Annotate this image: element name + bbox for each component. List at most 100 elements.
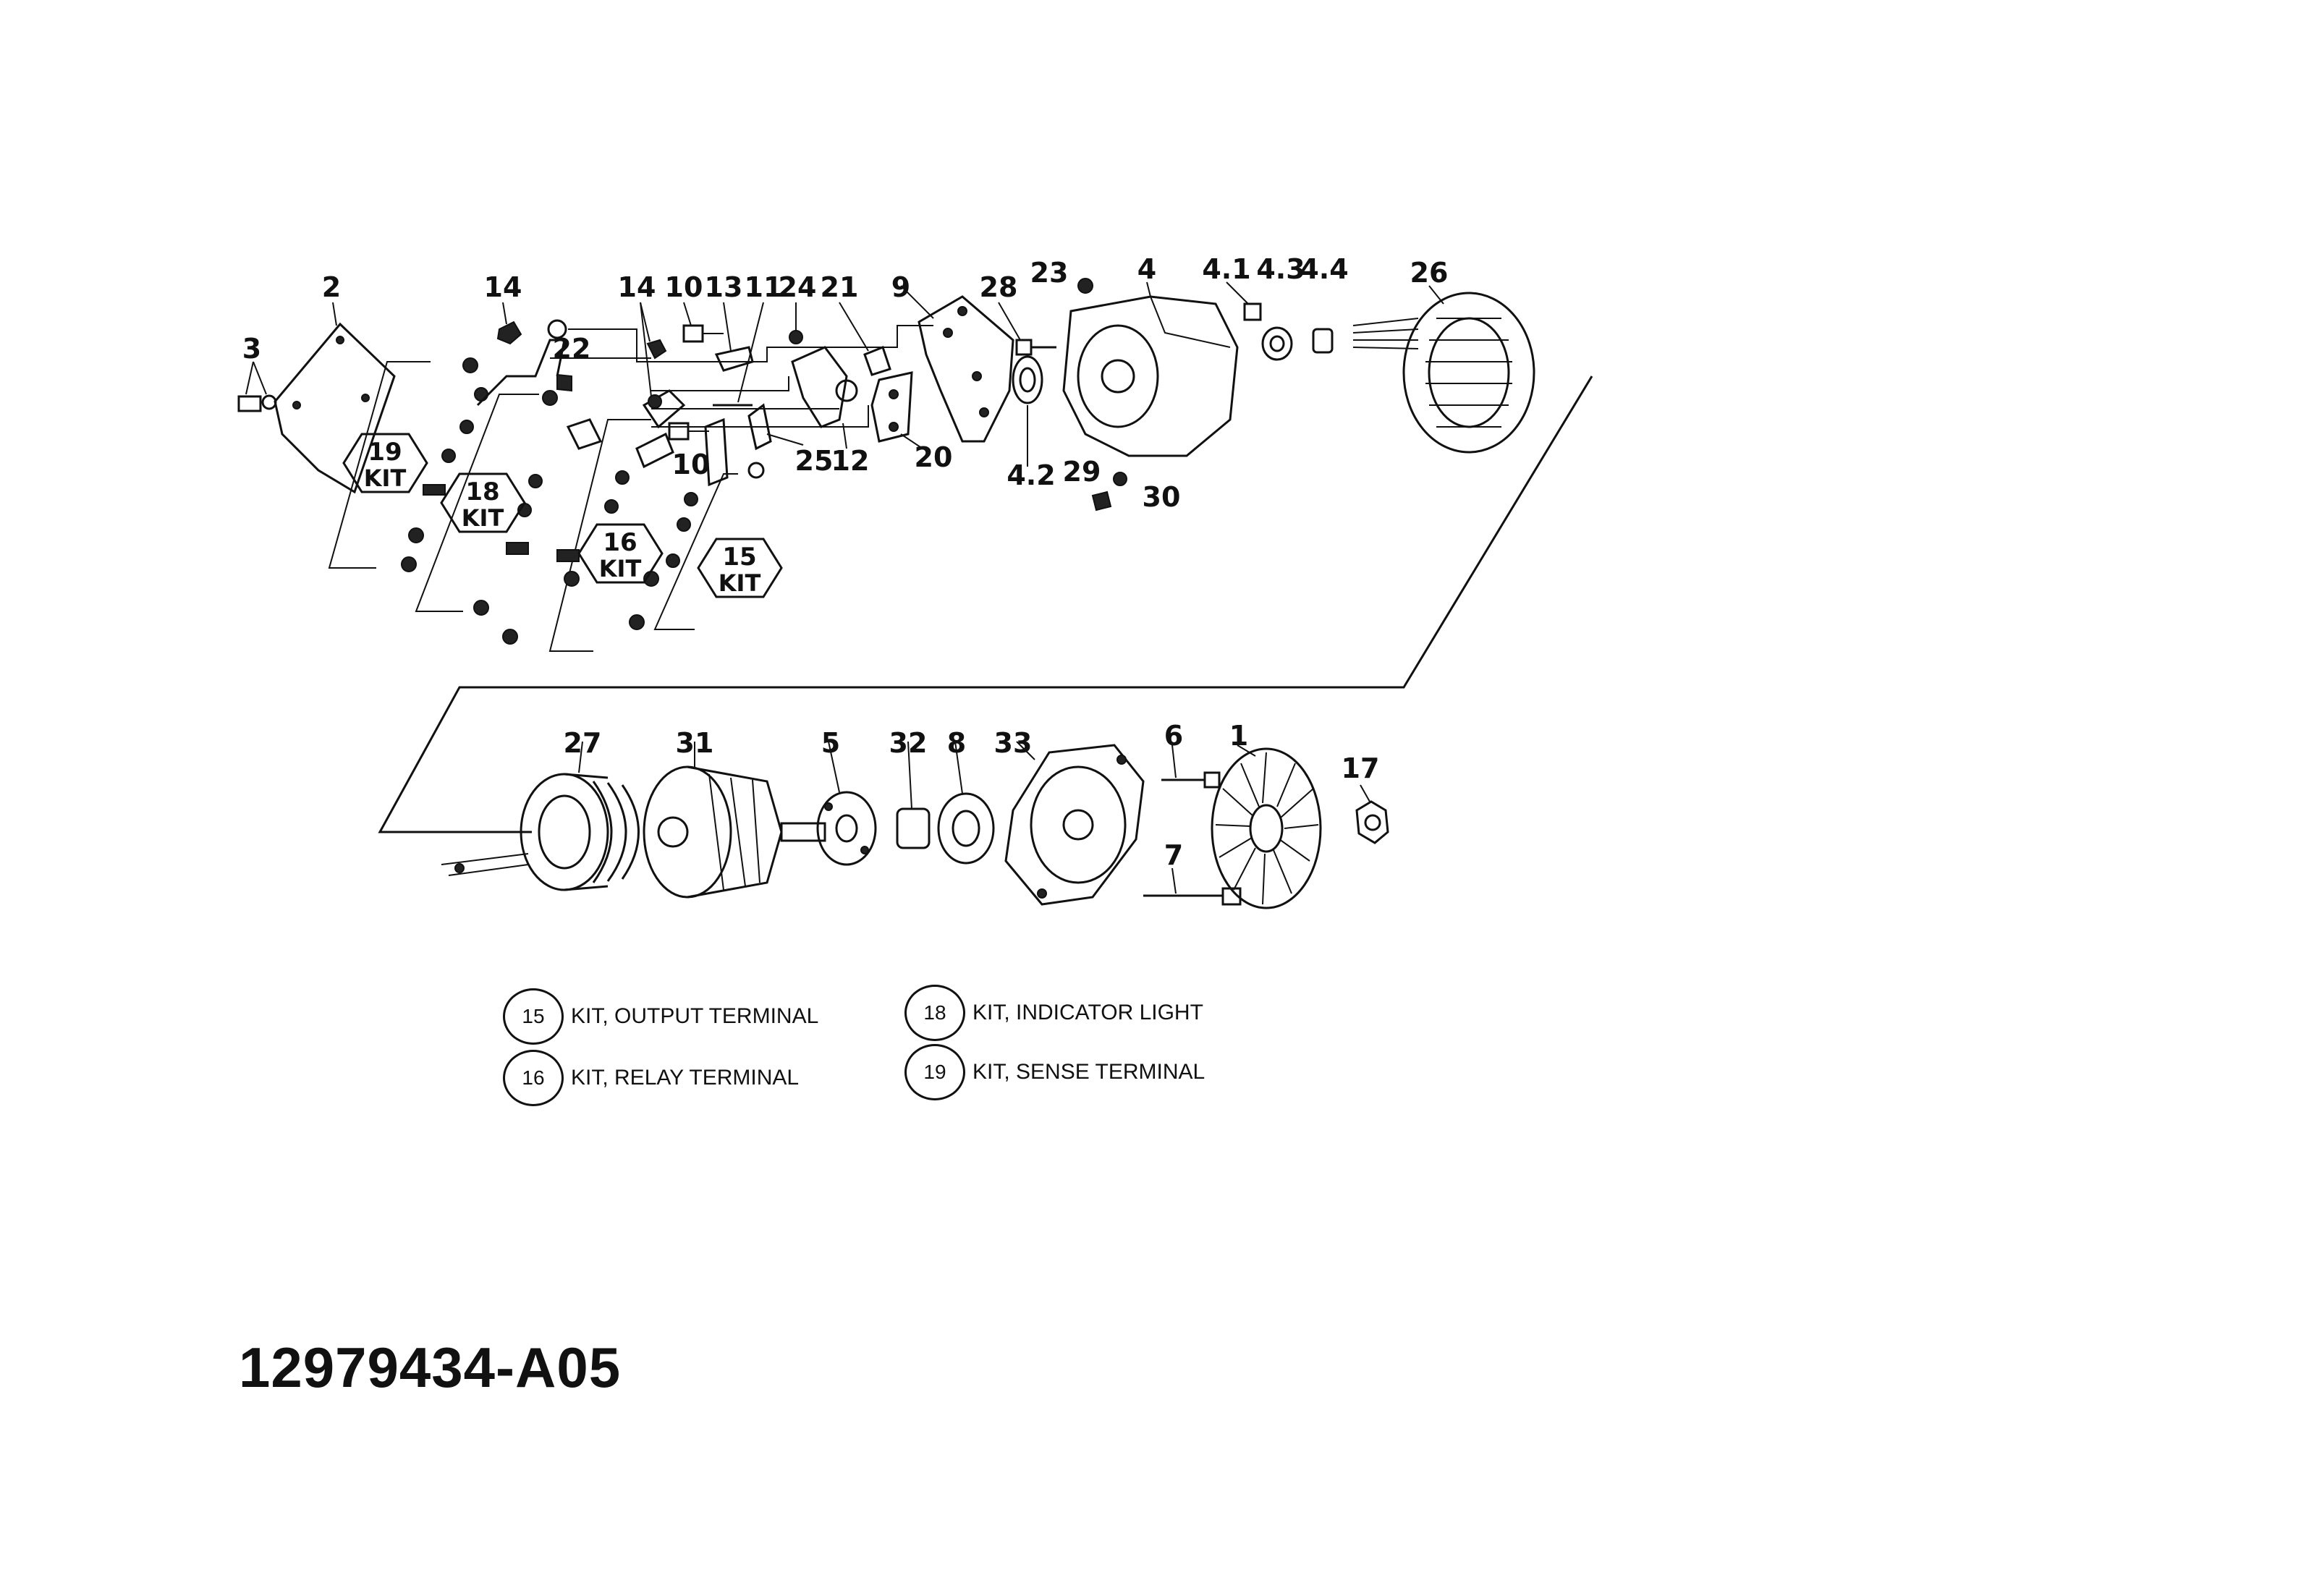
callout-4-1: 4.1: [1202, 253, 1250, 285]
legend-label: KIT, INDICATOR LIGHT: [972, 1001, 1203, 1024]
legend-item-kit-15: 15 KIT, OUTPUT TERMINAL: [503, 984, 818, 1049]
callout-14-center: 14: [618, 271, 656, 303]
callout-20: 20: [915, 441, 953, 473]
legend-number-circle: 16: [503, 1050, 564, 1106]
part-24-washer: [789, 330, 803, 344]
callout-17: 17: [1342, 752, 1380, 784]
part-17-pulley-nut: [1355, 800, 1389, 844]
part-9-rectifier-bridge: [918, 295, 1014, 443]
callout-26: 26: [1410, 257, 1449, 289]
part-29-nut: [1091, 491, 1112, 512]
legend-label: KIT, SENSE TERMINAL: [972, 1060, 1205, 1084]
legend-number-circle: 15: [503, 988, 564, 1045]
callout-13: 13: [705, 271, 743, 303]
kit-19-bracket: [328, 361, 431, 569]
drawing-number: 12979434-A05: [239, 1336, 622, 1399]
legend-item-kit-19: 19 KIT, SENSE TERMINAL: [904, 1040, 1205, 1105]
part-4-1-bushing: [1243, 302, 1262, 321]
part-13-insulator: [714, 346, 754, 372]
svg-text:KIT: KIT: [462, 504, 504, 532]
part-14-nut-left: [496, 321, 522, 345]
kit-18-parts: [473, 390, 603, 645]
part-22-bracket: [476, 319, 572, 407]
callout-5: 5: [821, 727, 840, 759]
part-26-stator: [1352, 292, 1535, 454]
callout-8: 8: [947, 727, 966, 759]
part-10-screw-bottom: [668, 422, 709, 441]
callout-4-4: 4.4: [1300, 253, 1348, 285]
callout-27: 27: [564, 727, 602, 759]
part-4-4-sleeve: [1312, 328, 1334, 354]
part-1-fan: [1211, 747, 1322, 909]
callout-6: 6: [1164, 720, 1183, 752]
part-33-drive-end-frame: [1004, 744, 1145, 906]
callout-3: 3: [242, 333, 261, 365]
svg-text:KIT: KIT: [719, 569, 761, 597]
part-4-3-bearing: [1261, 326, 1293, 361]
callout-14-left: 14: [484, 271, 522, 303]
part-27-rotor-coil: [441, 773, 640, 891]
kit-15-parts: [629, 417, 765, 630]
part-31-rotor: [643, 765, 826, 899]
part-3-screws: [237, 394, 277, 412]
callout-12: 12: [831, 445, 870, 477]
legend-label: KIT, RELAY TERMINAL: [571, 1066, 800, 1090]
kit-16-parts: [556, 389, 686, 587]
part-14-nut-center: [646, 339, 667, 409]
legend-item-kit-18: 18 KIT, INDICATOR LIGHT: [904, 980, 1203, 1045]
callout-33: 33: [994, 727, 1033, 759]
legend-label: KIT, OUTPUT TERMINAL: [571, 1004, 819, 1028]
callout-1: 1: [1229, 720, 1248, 752]
legend-number-circle: 19: [904, 1044, 965, 1100]
callout-10-bottom: 10: [672, 449, 711, 480]
svg-text:KIT: KIT: [599, 555, 642, 582]
part-32-spacer: [896, 807, 931, 849]
part-30-washer: [1113, 472, 1127, 486]
callout-23: 23: [1030, 257, 1069, 289]
callout-labels: 2 3 14 22 14 10 13 11 24 21 9 28 23 4 4.…: [242, 253, 1449, 871]
kit-18-bracket: [415, 394, 539, 612]
part-4-2-bearing: [1012, 355, 1043, 404]
svg-text:15: 15: [722, 543, 756, 572]
callout-9: 9: [891, 271, 910, 303]
legend-item-kit-16: 16 KIT, RELAY TERMINAL: [503, 1045, 799, 1111]
part-5-retainer: [816, 791, 877, 866]
part-23-nut: [1077, 278, 1093, 294]
callout-2: 2: [322, 271, 341, 303]
callout-4-3: 4.3: [1256, 253, 1305, 285]
part-10-screw-top: [682, 324, 724, 343]
part-2-cover-plate: [274, 322, 396, 494]
part-7-through-bolt: [1143, 887, 1242, 906]
callout-32: 32: [889, 727, 928, 759]
callout-28: 28: [980, 271, 1018, 303]
callout-leaders: [245, 281, 1444, 894]
part-25-bracket: [747, 403, 772, 451]
callout-4: 4: [1137, 253, 1156, 285]
callout-4-2: 4.2: [1007, 459, 1055, 491]
upper-connector-lines: [568, 325, 933, 362]
svg-text:19: 19: [368, 438, 402, 467]
svg-text:KIT: KIT: [364, 464, 407, 492]
kit-16-bracket: [548, 419, 651, 652]
kit-19-parts: [401, 357, 488, 572]
part-12-bracket: [791, 346, 858, 428]
callout-30: 30: [1143, 481, 1181, 513]
legend-number-circle: 18: [904, 985, 965, 1041]
part-4-end-frame: [1062, 295, 1239, 457]
callout-31: 31: [676, 727, 714, 759]
part-21-terminal: [863, 346, 891, 376]
kit-15-bracket: [653, 473, 738, 630]
callout-21: 21: [821, 271, 859, 303]
callout-11: 11: [745, 271, 783, 303]
callout-25: 25: [795, 445, 834, 477]
svg-text:16: 16: [603, 528, 637, 557]
svg-text:18: 18: [465, 477, 499, 506]
part-28-screw: [1015, 339, 1056, 356]
kit-tag-16: 16 KIT: [577, 523, 664, 584]
callout-24: 24: [779, 271, 817, 303]
part-6-screw: [1161, 771, 1221, 789]
callout-10-top: 10: [665, 271, 703, 303]
part-20-regulator: [870, 371, 913, 443]
callout-29: 29: [1063, 456, 1101, 488]
